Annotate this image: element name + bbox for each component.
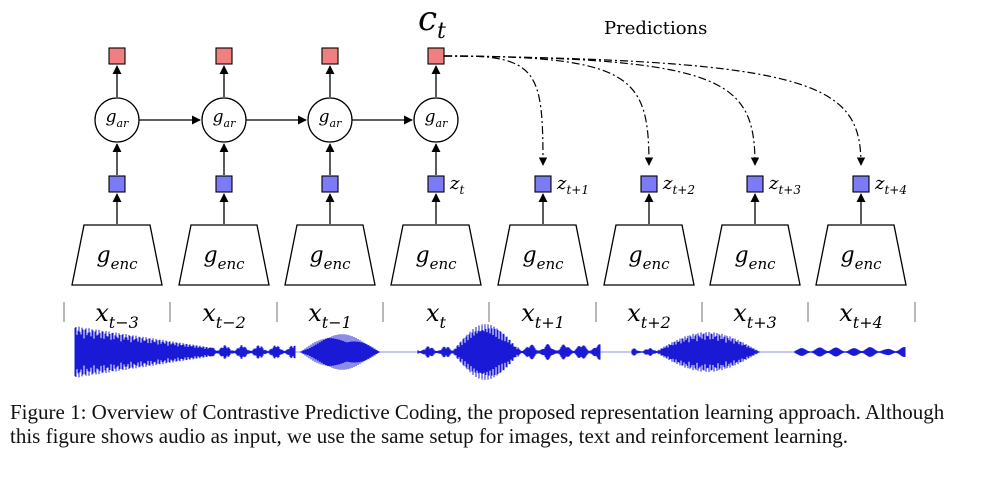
prediction-arrow bbox=[443, 55, 866, 166]
input-label: xt−1 bbox=[308, 299, 352, 332]
context-square bbox=[108, 47, 126, 65]
context-square bbox=[215, 47, 233, 65]
autoregressive-node bbox=[413, 97, 459, 143]
encoder-label: genc bbox=[415, 243, 457, 273]
audio-waveform bbox=[74, 324, 906, 380]
encoder-block bbox=[497, 224, 589, 286]
autoregressive-label: gar bbox=[106, 107, 129, 130]
input-label: xt bbox=[426, 299, 447, 332]
predictions-label: Predictions bbox=[604, 18, 707, 39]
encoder-block bbox=[390, 224, 482, 286]
encoder-block bbox=[815, 224, 907, 286]
encoder-block bbox=[284, 224, 376, 286]
input-label: xt+3 bbox=[733, 299, 777, 332]
encoder-label: genc bbox=[203, 243, 245, 273]
encoder-block bbox=[178, 224, 270, 286]
input-label: xt+2 bbox=[627, 299, 671, 332]
context-square bbox=[321, 47, 339, 65]
context-square bbox=[427, 47, 445, 65]
latent-square bbox=[534, 175, 552, 193]
latent-label: zt+3 bbox=[768, 173, 801, 197]
autoregressive-label: gar bbox=[425, 107, 448, 130]
latent-label: zt+4 bbox=[874, 173, 907, 197]
autoregressive-label: gar bbox=[213, 107, 236, 130]
latent-square bbox=[427, 175, 445, 193]
latent-square bbox=[746, 175, 764, 193]
latent-square bbox=[852, 175, 870, 193]
prediction-arrow bbox=[443, 55, 548, 166]
latent-label: zt+2 bbox=[662, 173, 695, 197]
latent-square bbox=[108, 175, 126, 193]
latent-square bbox=[215, 175, 233, 193]
encoder-label: genc bbox=[309, 243, 351, 273]
waveform-trace bbox=[74, 324, 906, 380]
encoder-label: genc bbox=[96, 243, 138, 273]
latent-label: zt bbox=[449, 173, 464, 197]
encoder-block bbox=[709, 224, 801, 286]
encoder-label: genc bbox=[628, 243, 670, 273]
input-label: xt−2 bbox=[202, 299, 246, 332]
encoder-label: genc bbox=[522, 243, 564, 273]
latent-label: zt+1 bbox=[556, 173, 589, 197]
cpc-diagram: ct Predictions genc xt−3 gar genc xt−2 gar gen… bbox=[63, 0, 916, 380]
latent-square bbox=[321, 175, 339, 193]
input-label: xt+1 bbox=[521, 299, 565, 332]
prediction-arrow bbox=[443, 55, 654, 166]
latent-square bbox=[640, 175, 658, 193]
input-label: xt−3 bbox=[95, 299, 139, 332]
encoder-label: genc bbox=[734, 243, 776, 273]
figure-caption: Figure 1: Overview of Contrastive Predic… bbox=[10, 400, 945, 448]
encoder-block bbox=[603, 224, 695, 286]
autoregressive-label: gar bbox=[319, 107, 342, 130]
encoder-label: genc bbox=[840, 243, 882, 273]
input-label: xt+4 bbox=[839, 299, 883, 332]
context-label: ct bbox=[418, 0, 446, 44]
prediction-arrow bbox=[443, 55, 760, 166]
encoder-block bbox=[71, 224, 163, 286]
